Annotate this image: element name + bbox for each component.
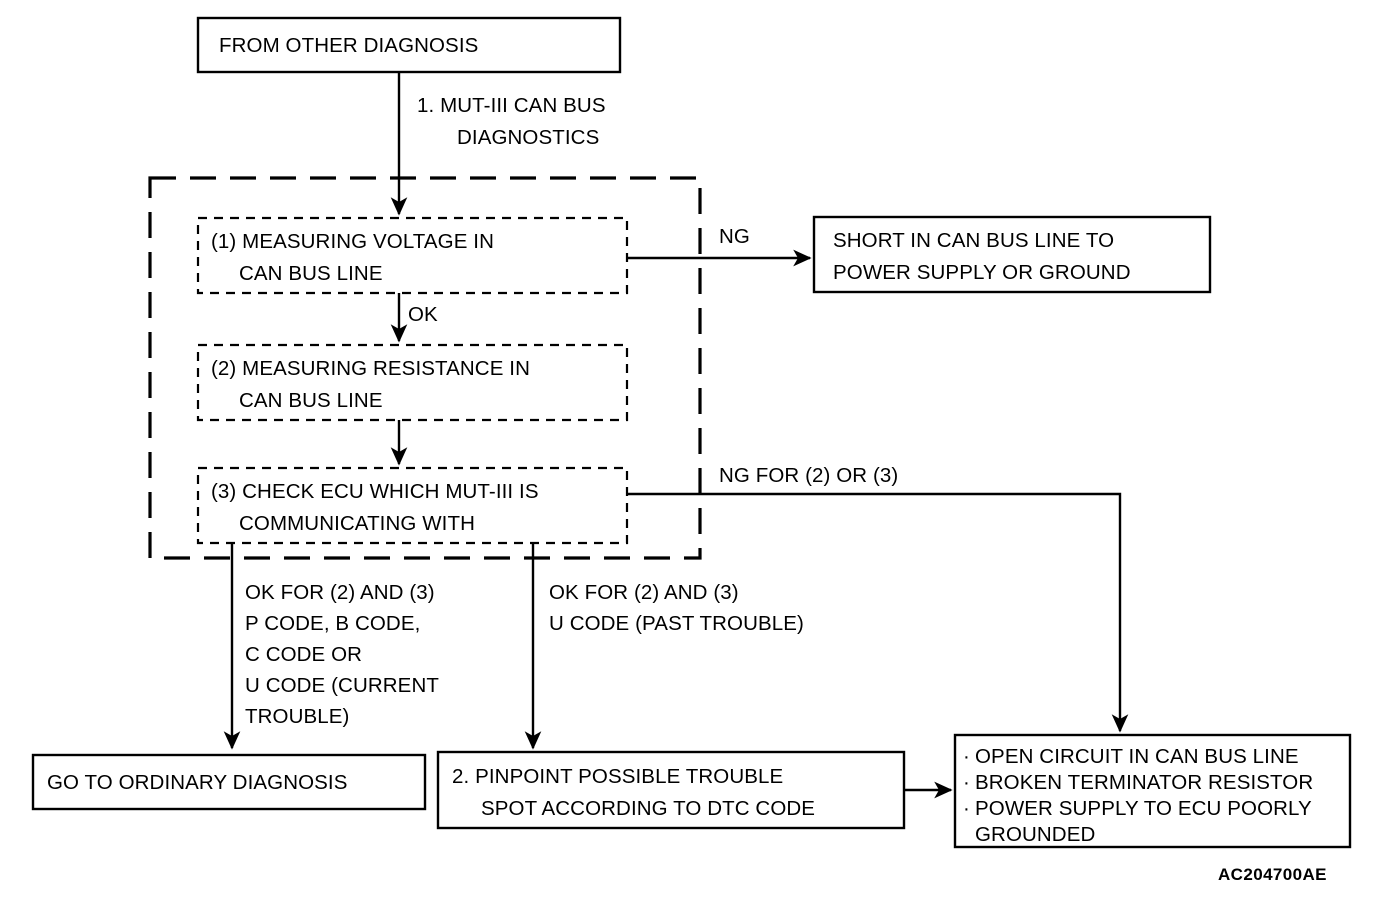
node-fault-list-line-2: BROKEN TERMINATOR RESISTOR: [975, 771, 1313, 794]
node-check-ecu: (3) CHECK ECU WHICH MUT-III IS COMMUNICA…: [196, 466, 629, 545]
caption-mut3-can-bus-diagnostics: 1. MUT-III CAN BUS DIAGNOSTICS: [417, 94, 606, 149]
edge-label-ng-for-2-or-3: NG FOR (2) OR (3): [719, 464, 898, 487]
figure-code: AC204700AE: [1218, 865, 1327, 884]
node-measuring-resistance-line-1: (2) MEASURING RESISTANCE IN: [211, 357, 530, 380]
edge-label-ok-mid-line-1: OK FOR (2) AND (3): [549, 581, 739, 604]
fault-list-bullet-3: ·: [963, 797, 970, 820]
edge-label-ok-left-line-3: C CODE OR: [245, 643, 362, 666]
node-short-line-1: SHORT IN CAN BUS LINE TO: [833, 229, 1114, 252]
node-pinpoint-trouble-spot: 2. PINPOINT POSSIBLE TROUBLE SPOT ACCORD…: [436, 750, 906, 830]
fault-list-bullet-2: ·: [963, 771, 970, 794]
edge-label-ok: OK: [408, 303, 438, 326]
node-measuring-voltage-line-1: (1) MEASURING VOLTAGE IN: [211, 230, 494, 253]
edge-label-ok-left-line-5: TROUBLE): [245, 705, 349, 728]
caption-mut3-line-2: DIAGNOSTICS: [457, 126, 599, 149]
node-from-other-diagnosis: FROM OTHER DIAGNOSIS: [196, 16, 622, 74]
node-measuring-voltage: (1) MEASURING VOLTAGE IN CAN BUS LINE: [196, 216, 629, 295]
node-pinpoint-line-1: 2. PINPOINT POSSIBLE TROUBLE: [452, 765, 783, 788]
node-check-ecu-line-2: COMMUNICATING WITH: [239, 512, 475, 535]
edge-label-ok-left-group: OK FOR (2) AND (3) P CODE, B CODE, C COD…: [245, 581, 439, 728]
edge-label-ok-mid-line-2: U CODE (PAST TROUBLE): [549, 612, 804, 635]
node-go-to-ordinary-diagnosis: GO TO ORDINARY DIAGNOSIS: [31, 753, 427, 811]
node-measuring-resistance-line-2: CAN BUS LINE: [239, 389, 383, 412]
node-fault-list-line-4: GROUNDED: [975, 823, 1095, 846]
node-fault-list: · OPEN CIRCUIT IN CAN BUS LINE · BROKEN …: [953, 733, 1352, 849]
edge-label-ng: NG: [719, 225, 750, 248]
edge-label-ok-mid-group: OK FOR (2) AND (3) U CODE (PAST TROUBLE): [549, 581, 804, 635]
node-from-other-diagnosis-line-1: FROM OTHER DIAGNOSIS: [219, 34, 478, 57]
node-go-to-ordinary-line-1: GO TO ORDINARY DIAGNOSIS: [47, 771, 347, 794]
node-short-line-2: POWER SUPPLY OR GROUND: [833, 261, 1131, 284]
node-fault-list-line-3: POWER SUPPLY TO ECU POORLY: [975, 797, 1312, 820]
edge-label-ok-left-line-4: U CODE (CURRENT: [245, 674, 439, 697]
node-pinpoint-line-2: SPOT ACCORDING TO DTC CODE: [481, 797, 815, 820]
node-fault-list-line-1: OPEN CIRCUIT IN CAN BUS LINE: [975, 745, 1299, 768]
edge-label-ok-left-line-1: OK FOR (2) AND (3): [245, 581, 435, 604]
fault-list-bullet-1: ·: [963, 745, 970, 768]
node-short-in-can-bus-line: SHORT IN CAN BUS LINE TO POWER SUPPLY OR…: [812, 215, 1212, 294]
node-check-ecu-line-1: (3) CHECK ECU WHICH MUT-III IS: [211, 480, 539, 503]
node-measuring-voltage-line-2: CAN BUS LINE: [239, 262, 383, 285]
caption-mut3-line-1: 1. MUT-III CAN BUS: [417, 94, 606, 117]
edge-label-ok-left-line-2: P CODE, B CODE,: [245, 612, 420, 635]
node-measuring-resistance: (2) MEASURING RESISTANCE IN CAN BUS LINE: [196, 343, 629, 422]
can-bus-diagnostics-group: [148, 176, 702, 560]
edge-ng-for-2-or-3: [627, 492, 1129, 733]
